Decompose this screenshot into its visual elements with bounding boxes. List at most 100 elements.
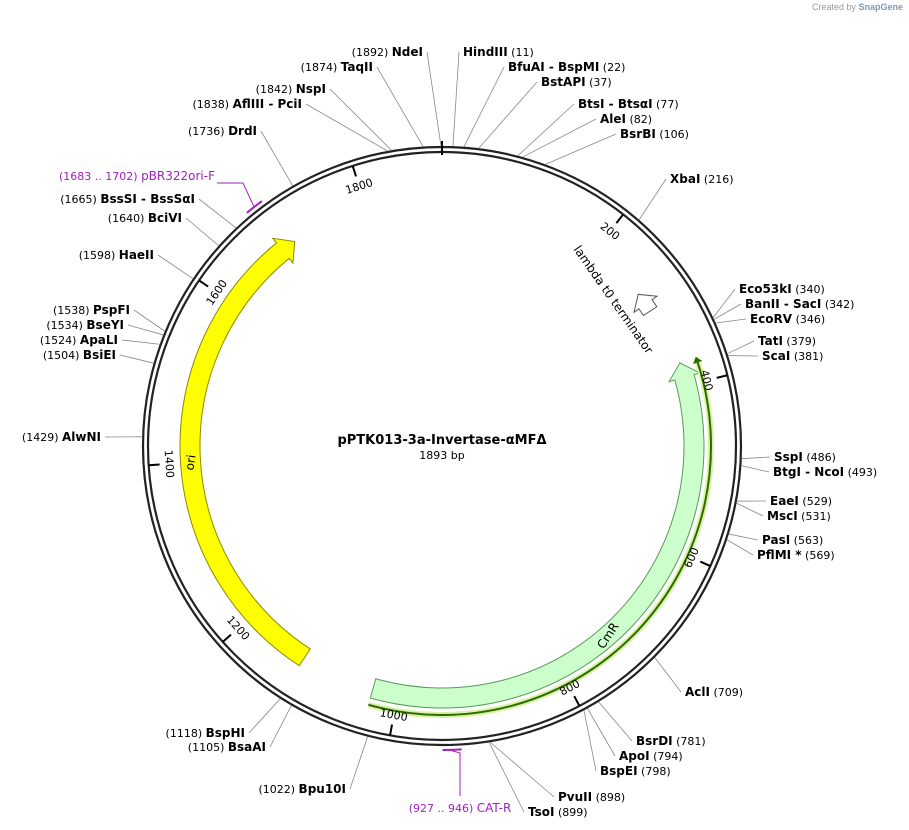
site-name: AleI [600, 112, 626, 126]
site-label: (1874) TaqII [301, 60, 373, 74]
site-leader [260, 130, 293, 187]
tick-label-600: 600 [681, 545, 701, 569]
site-name: BanII - SacI [745, 297, 821, 311]
site-name: MscI [767, 509, 798, 523]
site-leader [119, 354, 154, 364]
site-bsiei: (1504) BsiEI [43, 348, 154, 364]
site-leader [133, 309, 166, 332]
site-label: (1892) NdeI [352, 45, 423, 59]
site-position: (379) [783, 335, 816, 348]
site-drdi: (1736) DrdI [188, 124, 293, 187]
orf-line [368, 356, 712, 716]
site-leader [478, 81, 538, 149]
tick-mark-600 [699, 560, 711, 567]
site-label: (1736) DrdI [188, 124, 257, 138]
site-position: (1118) [166, 727, 206, 740]
site-name: BsrDI [636, 734, 673, 748]
site-leader [545, 133, 617, 165]
site-label: (1105) BsaAI [188, 740, 266, 754]
site-bcivi: (1640) BciVI [108, 211, 219, 247]
site-leader [727, 340, 755, 355]
site-btsi-bts-i: BtsI - BtsαI (77) [517, 97, 679, 157]
site-leader [157, 254, 194, 280]
orf-arrowhead [692, 357, 703, 364]
site-position: (781) [673, 735, 706, 748]
site-label: (1665) BssSI - BssSαI [60, 192, 195, 206]
site-label: EaeI (529) [770, 494, 832, 508]
site-bstapi: BstAPI (37) [478, 75, 612, 149]
site-label: AleI (82) [600, 112, 652, 126]
site-position: (1538) [53, 304, 93, 317]
site-name: ApoI [619, 749, 650, 763]
site-label: ApoI (794) [619, 749, 683, 763]
site-leader [489, 741, 555, 798]
site-name: BtgI - NcoI [773, 465, 844, 479]
site-name: AlwNI [62, 430, 101, 444]
site-hindiii: HindIII (11) [452, 45, 534, 147]
site-name: ScaI [762, 349, 790, 363]
primer-leader-cat-r [451, 750, 461, 796]
site-bsphi: (1118) BspHI [166, 698, 281, 740]
site-eaei: EaeI (529) [736, 494, 832, 508]
primer-name: pBR322ori-F [141, 169, 215, 183]
site-position: (1892) [352, 46, 392, 59]
site-leader [713, 303, 742, 320]
site-position: (1524) [40, 334, 80, 347]
site-leader [712, 288, 736, 318]
tick-label-400: 400 [698, 369, 716, 393]
site-name: BciVI [148, 211, 182, 225]
tick-label-1400: 1400 [162, 450, 177, 479]
site-name: DrdI [228, 124, 257, 138]
site-leader [426, 51, 442, 147]
site-position: (898) [592, 791, 625, 804]
site-bspei: BspEI (798) [583, 710, 671, 778]
site-leader [121, 339, 160, 345]
site-label: PvuII (898) [558, 790, 625, 804]
primer-leader-pbr322ori-f [217, 182, 255, 207]
site-name: Eco53kI [739, 282, 792, 296]
site-leader [598, 701, 633, 742]
tick-mark-1200 [222, 633, 232, 643]
site-leader [127, 324, 164, 336]
site-eco53ki: Eco53kI (340) [712, 282, 825, 318]
site-label: AclI (709) [685, 685, 743, 699]
site-alwni: (1429) AlwNI [22, 430, 143, 444]
site-position: (11) [508, 46, 534, 59]
site-bsrdi: BsrDI (781) [598, 701, 706, 748]
site-tsoi: TsoI (899) [488, 742, 588, 819]
site-name: TatI [758, 334, 783, 348]
site-name: BsaAI [228, 740, 266, 754]
site-label: (1640) BciVI [108, 211, 182, 225]
site-bpu10i: (1022) Bpu10I [258, 736, 368, 796]
site-leader [638, 178, 667, 221]
credit-prefix: Created by [811, 2, 856, 12]
site-position: (563) [790, 534, 823, 547]
site-leader [715, 318, 747, 324]
site-tati: TatI (379) [727, 334, 816, 355]
site-leader [452, 51, 460, 147]
site-name: BssSI - BssSαI [100, 192, 195, 206]
site-haeii: (1598) HaeII [79, 248, 194, 280]
site-position: (346) [792, 313, 825, 326]
backbone-ring [141, 141, 743, 747]
site-name: NspI [296, 82, 326, 96]
site-position: (1504) [43, 349, 83, 362]
tick-mark-200 [615, 213, 624, 224]
site-position: (340) [792, 283, 825, 296]
tick-label-1800: 1800 [344, 176, 375, 197]
site-leader [269, 705, 292, 748]
site-leader [654, 657, 682, 693]
site-leader [185, 217, 219, 247]
site-apoi: ApoI (794) [587, 708, 683, 763]
site-position: (1838) [193, 98, 233, 111]
site-position: (106) [656, 128, 689, 141]
site-position: (569) [802, 549, 835, 562]
site-label: (1598) HaeII [79, 248, 154, 262]
site-alei: AleI (82) [522, 112, 652, 158]
site-name: PspFI [93, 303, 130, 317]
site-name: BsiEI [83, 348, 116, 362]
primer-label-cat-r: (927 .. 946) CAT-R [409, 801, 512, 815]
site-position: (22) [599, 61, 625, 74]
site-position: (1022) [258, 783, 298, 796]
site-banii-saci: BanII - SacI (342) [713, 297, 854, 320]
